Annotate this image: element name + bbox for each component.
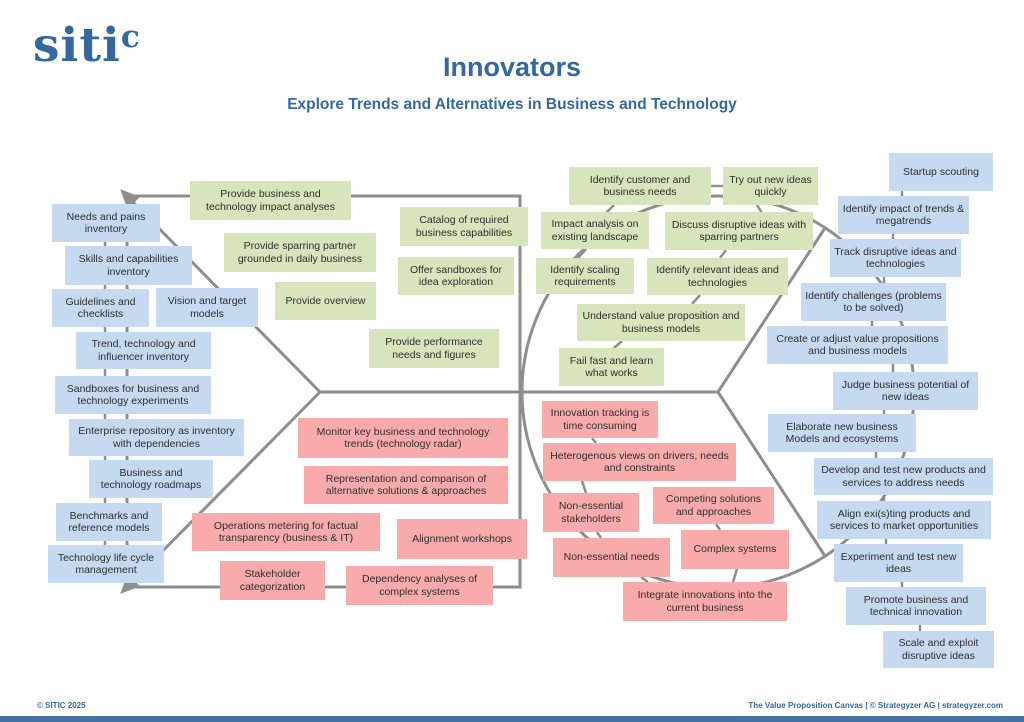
diagram-node-pain-reliever: Stakeholder categorization — [220, 561, 325, 600]
diagram-node-goal: Elaborate new business Models and ecosys… — [768, 414, 916, 452]
diagram-node-activity: Understand value proposition and busines… — [577, 304, 745, 341]
diagram-node-resource: Business and technology roadmaps — [89, 460, 213, 498]
diagram-node-pain-reliever: Alignment workshops — [397, 519, 527, 559]
page-subtitle: Explore Trends and Alternatives in Busin… — [287, 96, 737, 113]
diagram-node-resource: Trend, technology and influencer invento… — [76, 332, 211, 369]
diagram-node-pain: Complex systems — [681, 530, 789, 569]
diagram-node-goal: Create or adjust value propositions and … — [767, 326, 948, 364]
arrowhead-top-left — [120, 189, 140, 210]
diagram-node-service: Provide performance needs and figures — [369, 329, 499, 368]
diagram-node-resource: Enterprise repository as inventory with … — [69, 419, 244, 456]
diagram-node-service: Offer sandboxes for idea exploration — [398, 257, 514, 295]
page-title: Innovators — [442, 52, 582, 82]
diagram-node-resource: Skills and capabilities inventory — [65, 246, 192, 285]
diagram-node-resource: Benchmarks and reference models — [56, 503, 162, 541]
diagram-node-pain: Competing solutions and approaches — [653, 487, 774, 524]
diagram-node-goal: Scale and exploit disruptive ideas — [883, 631, 994, 668]
diagram-node-activity: Try out new ideas quickly — [723, 167, 818, 205]
diagram-node-resource: Needs and pains inventory — [52, 204, 160, 242]
diagram-node-goal: Track disruptive ideas and technologies — [830, 239, 961, 277]
diagram-node-pain: Innovation tracking is time consuming — [542, 401, 658, 438]
diagram-node-activity: Identify customer and business needs — [569, 167, 711, 205]
diagram-node-resource: Vision and target models — [156, 288, 258, 327]
diagram-node-goal: Develop and test new products and servic… — [814, 458, 993, 495]
diagram-node-pain: Integrate innovations into the current b… — [623, 582, 787, 621]
diagram-node-pain-reliever: Monitor key business and technology tren… — [298, 418, 508, 458]
diagram-node-pain: Non-essential stakeholders — [543, 493, 639, 532]
diagram-node-service: Catalog of required business capabilitie… — [400, 207, 528, 246]
circle-divider-bottom — [716, 391, 827, 557]
diagram-node-service: Provide sparring partner grounded in dai… — [224, 233, 376, 272]
diagram-node-activity: Identify relevant ideas and technologies — [647, 258, 788, 295]
diagram-node-pain-reliever: Operations metering for factual transpar… — [192, 513, 380, 551]
circle-divider-top — [716, 227, 827, 393]
diagram-node-goal: Startup scouting — [889, 153, 993, 191]
diagram-node-goal: Experiment and test new ideas — [834, 544, 963, 582]
attribution-text: The Value Proposition Canvas | © Strateg… — [748, 701, 1003, 710]
diagram-node-pain-reliever: Dependency analyses of complex systems — [346, 566, 493, 605]
diagram-node-goal: Identify challenges (problems to be solv… — [801, 283, 946, 321]
diagram-node-activity: Fail fast and learn what works — [559, 348, 664, 386]
diagram-node-activity: Identify scaling requirements — [536, 258, 634, 294]
diagram-node-pain: Non-essential needs — [553, 538, 670, 577]
diagram-node-pain-reliever: Representation and comparison of alterna… — [304, 466, 508, 504]
footer-bar — [0, 716, 1024, 722]
diagram-node-goal: Promote business and technical innovatio… — [846, 587, 986, 625]
diagram-node-activity: Discuss disruptive ideas with sparring p… — [665, 212, 813, 250]
logo-superscript: c — [120, 19, 140, 55]
diagram-node-resource: Guidelines and checklists — [52, 289, 149, 327]
diagram-node-pain: Heterogenous views on drivers, needs and… — [543, 443, 736, 481]
diagram-node-resource: Technology life cycle management — [48, 545, 164, 583]
diagram-node-service: Provide overview — [275, 282, 376, 320]
copyright-text: © SITIC 2025 — [37, 701, 86, 710]
diagram-node-goal: Judge business potential of new ideas — [833, 372, 978, 410]
diagram-node-service: Provide business and technology impact a… — [190, 181, 351, 220]
logo-text: siti — [33, 18, 121, 73]
diagram-node-resource: Sandboxes for business and technology ex… — [55, 376, 211, 414]
diagram-node-goal: Identify impact of trends & megatrends — [838, 196, 969, 234]
sitic-logo: sitic — [33, 19, 140, 70]
diagram-node-activity: Impact analysis on existing landscape — [541, 212, 649, 249]
diagram-node-goal: Align exi(s)ting products and services t… — [817, 501, 991, 539]
